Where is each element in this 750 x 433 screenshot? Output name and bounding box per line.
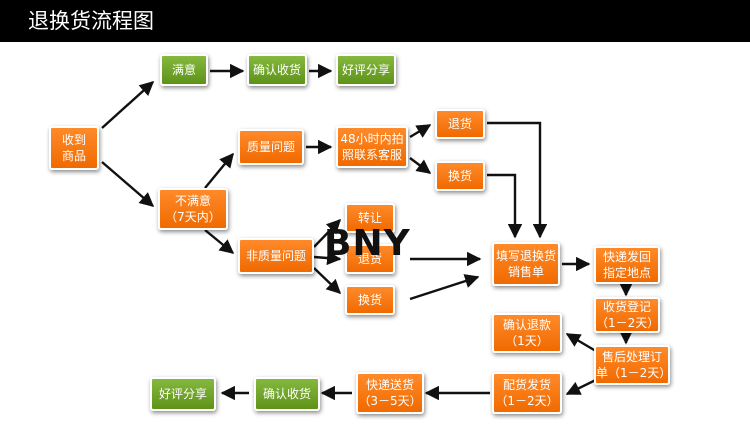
node-confirm-receipt-bottom: 确认收货 [254, 377, 320, 411]
node-exchange-bottom: 换货 [345, 285, 395, 315]
node-not-satisfied: 不满意 （7天内） [158, 188, 228, 230]
node-return-goods-2: 退货 [345, 244, 395, 274]
node-satisfied: 满意 [160, 54, 208, 86]
arrow-exchange2-to-form [409, 274, 480, 301]
node-receive-register: 收货登记 （1－2天） [594, 297, 660, 333]
node-ship-back: 快递发回 指定地点 [594, 246, 660, 284]
node-confirm-refund: 确认退款 （1天） [492, 313, 562, 353]
node-non-quality-issue: 非质量问题 [238, 238, 314, 274]
node-fill-form: 填写退换货 销售单 [492, 242, 560, 286]
arrow-non-quality-to-return2 [313, 250, 342, 266]
page-title: 退换货流程图 [28, 9, 154, 33]
arrow-return-to-form [487, 121, 548, 239]
arrow-not-satisfied-to-non-quality [204, 229, 235, 254]
arrow-not-satisfied-to-quality [204, 152, 234, 189]
node-photo-contact: 48小时内拍 照联系客服 [336, 126, 408, 168]
arrow-non-quality-to-transfer [313, 218, 341, 248]
node-return-goods: 退货 [435, 109, 485, 139]
node-express: 快递送货 （3－5天） [356, 372, 424, 414]
node-after-sales: 售后处理订 单（1－2天） [594, 345, 671, 385]
arrow-exchange-to-form [487, 173, 523, 239]
node-transfer: 转让 [345, 203, 395, 233]
node-good-review-bottom: 好评分享 [150, 377, 216, 411]
node-confirm-receipt-top: 确认收货 [247, 54, 307, 86]
arrow-photo-to-return [409, 123, 432, 139]
node-dispatch: 配货发货 （1－2天） [492, 372, 562, 414]
arrow-receive-to-satisfied [101, 81, 155, 129]
title-bar: 退换货流程图 [0, 0, 750, 42]
node-exchange-top: 换货 [435, 161, 485, 191]
node-quality-issue: 质量问题 [238, 129, 304, 165]
watermark: BNY [324, 223, 411, 264]
arrow-photo-to-exchange [409, 157, 432, 174]
node-receive: 收到 商品 [49, 126, 99, 170]
arrow-non-quality-to-exchange2 [313, 267, 342, 294]
arrow-receive-to-not-satisfied [101, 161, 155, 207]
node-good-review-top: 好评分享 [336, 54, 396, 86]
